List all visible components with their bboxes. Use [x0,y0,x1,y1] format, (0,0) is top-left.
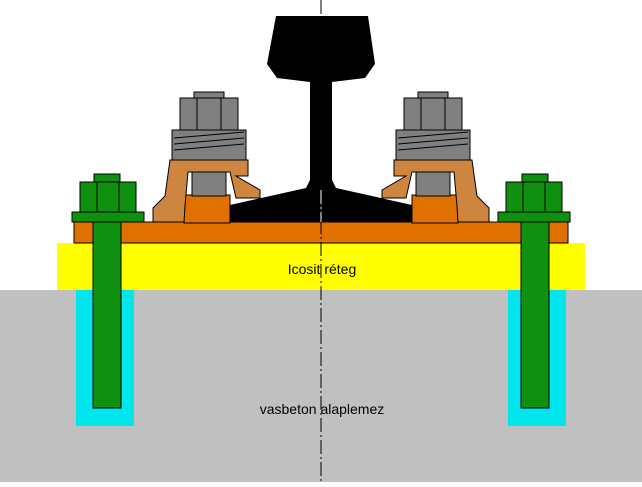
left-anchor-washer [71,211,145,223]
right-clip-nut [403,97,463,131]
right-washer-thread-1 [397,131,469,139]
right-washer-thread-3 [397,143,469,151]
right-clip-bolt-shank [415,171,451,197]
right-anchor-nut [505,181,563,213]
left-anchor-nut [79,181,137,213]
left-washer-thread-2 [173,137,245,145]
right-clip-bolt-tip [417,91,449,99]
left-anchor-bolt-shank [92,221,122,409]
right-plate-pad [411,194,459,224]
concrete-slab-label: vasbeton alaplemez [260,401,385,417]
right-washer-thread-2 [397,137,469,145]
right-anchor-bolt-tip [521,173,549,183]
icosit-layer-label: Icosit réteg [288,261,356,277]
right-anchor-washer [497,211,571,223]
left-rail-clip [152,159,261,223]
right-rail-clip [381,159,490,223]
left-washer-thread-1 [173,131,245,139]
left-plate-pad [183,194,231,224]
left-anchor-bolt-tip [93,173,121,183]
left-clip-nut [179,97,239,131]
left-washer-thread-3 [173,143,245,151]
left-clip-bolt-shank [191,171,227,197]
right-anchor-bolt-shank [520,221,550,409]
left-clip-bolt-tip [193,91,225,99]
